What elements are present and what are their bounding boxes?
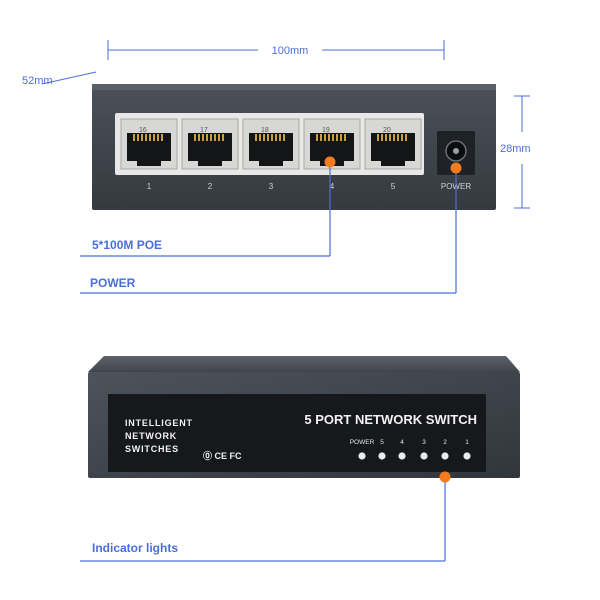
led-label: 4 xyxy=(400,439,404,446)
callout-lights-label: Indicator lights xyxy=(92,541,178,555)
port-number: 16 xyxy=(139,127,147,134)
led-label: 5 xyxy=(380,439,384,446)
ethernet-port: 16 xyxy=(120,118,178,170)
led-label: 1 xyxy=(465,439,469,446)
callout-power-label: POWER xyxy=(90,276,136,290)
ethernet-port: 20 xyxy=(364,118,422,170)
front-panel xyxy=(108,394,486,472)
brand-line: NETWORK xyxy=(125,431,177,441)
brand-line: INTELLIGENT xyxy=(125,418,193,428)
callout-dot xyxy=(324,156,336,168)
depth-label: 52mm xyxy=(22,75,53,87)
width-label: 100mm xyxy=(272,45,309,57)
port-label: 2 xyxy=(208,182,213,191)
front-top-face xyxy=(88,356,520,372)
port-label: 5 xyxy=(391,182,396,191)
port-label: 3 xyxy=(269,182,274,191)
callout-poe: 5*100M POE xyxy=(80,156,336,257)
certification-marks: ⓪ CE FC xyxy=(203,450,242,461)
port-number: 18 xyxy=(261,127,269,134)
indicator-led xyxy=(358,452,366,460)
height-label: 28mm xyxy=(500,143,531,155)
product-title: 5 PORT NETWORK SWITCH xyxy=(304,412,477,427)
switch-front-view: INTELLIGENT NETWORK SWITCHES ⓪ CE FC 5 P… xyxy=(88,356,520,478)
indicator-led xyxy=(463,452,471,460)
led-labels: POWER 5 4 3 2 1 xyxy=(350,439,469,446)
port-label: 1 xyxy=(147,182,152,191)
indicator-leds xyxy=(358,452,471,460)
port-number: 19 xyxy=(322,127,330,134)
dimension-height: 28mm xyxy=(500,95,531,209)
ethernet-ports: 16 17 18 19 20 xyxy=(120,118,422,170)
led-label: 2 xyxy=(443,439,447,446)
port-number: 20 xyxy=(383,127,391,134)
indicator-led xyxy=(378,452,386,460)
port-number: 17 xyxy=(200,127,208,134)
callout-dot xyxy=(450,162,462,174)
ethernet-port: 17 xyxy=(181,118,239,170)
callout-dot xyxy=(439,471,451,483)
callout-indicator-lights: Indicator lights xyxy=(80,471,451,562)
indicator-led xyxy=(398,452,406,460)
ethernet-port: 18 xyxy=(242,118,300,170)
dimension-depth: 52mm xyxy=(22,71,97,87)
indicator-led xyxy=(441,452,449,460)
dimension-width: 100mm xyxy=(107,40,445,60)
callout-poe-label: 5*100M POE xyxy=(92,238,162,252)
callout-power: POWER xyxy=(80,162,462,294)
brand-line: SWITCHES xyxy=(125,444,179,454)
led-label: POWER xyxy=(350,439,375,446)
indicator-led xyxy=(420,452,428,460)
port-label: 4 xyxy=(330,182,335,191)
led-label: 3 xyxy=(422,439,426,446)
port-labels: 1 2 3 4 5 xyxy=(147,182,396,191)
